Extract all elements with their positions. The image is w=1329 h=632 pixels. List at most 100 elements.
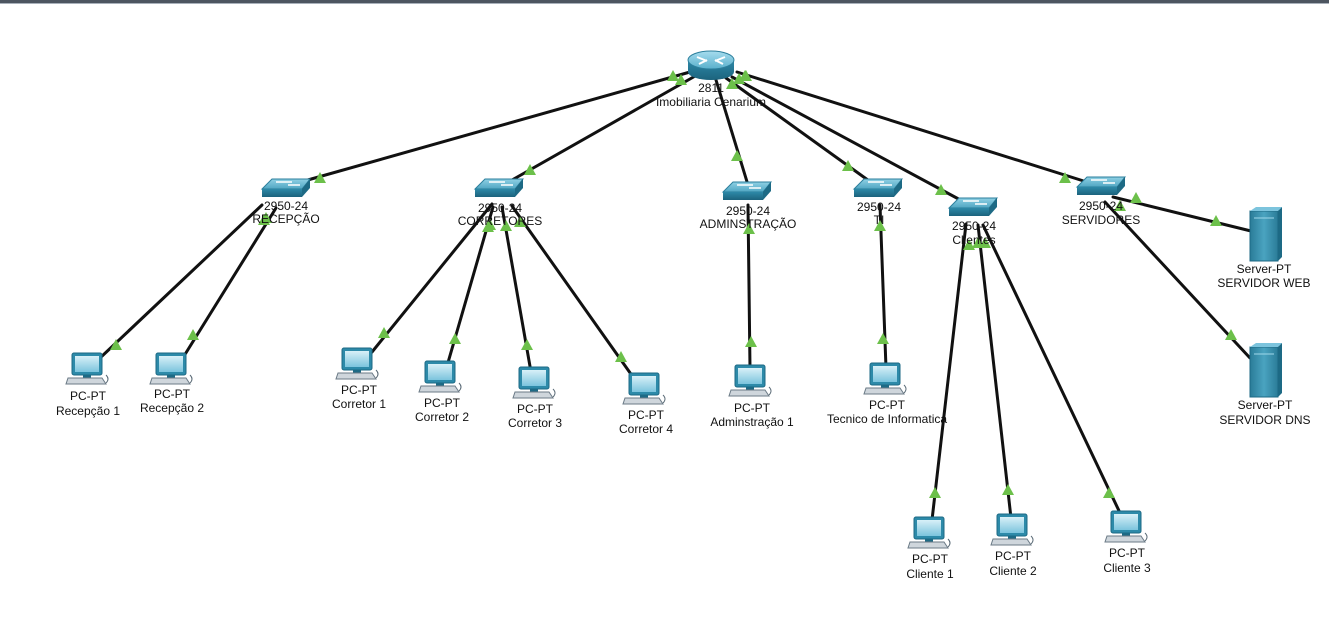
pc-icon: [728, 364, 772, 397]
port-status-up-icon: [1130, 192, 1142, 203]
pc-model-label: PC-PT: [424, 396, 461, 410]
port-status-up-icon: [1002, 484, 1014, 495]
port-indicators-layer: [110, 70, 1237, 498]
pc-name-label: Corretor 2: [415, 410, 469, 424]
port-status-up-icon: [874, 220, 886, 231]
port-status-up-icon: [521, 339, 533, 350]
port-status-up-icon: [935, 184, 947, 195]
link-sw-clientes-pc-cliente-3[interactable]: [981, 223, 1123, 517]
port-status-up-icon: [1114, 200, 1126, 211]
links-layer: [98, 70, 1257, 522]
link-sw-corretores-pc-corretor-4[interactable]: [510, 204, 635, 379]
router-icon: [687, 50, 735, 80]
link-sw-corretores-pc-corretor-1[interactable]: [370, 202, 494, 354]
pc-name-label: Recepção 1: [56, 404, 120, 418]
pc-model-label: PC-PT: [869, 398, 906, 412]
pc-model-label: PC-PT: [70, 389, 107, 403]
port-status-up-icon: [524, 164, 536, 175]
pc-icon: [990, 513, 1034, 546]
switch-name-label: TI: [874, 213, 885, 227]
link-sw-servidores-srv-dns[interactable]: [1103, 200, 1252, 360]
port-status-up-icon: [731, 150, 743, 161]
switch-name-label: SERVIDORES: [1062, 213, 1140, 227]
switch-icon: [1075, 176, 1127, 195]
switch-model-label: 2950-24: [726, 204, 770, 218]
pc-name-label: Corretor 3: [508, 416, 562, 430]
switch-model-label: 2950-24: [952, 219, 996, 233]
switch-name-label: CORRETORES: [458, 214, 542, 228]
link-router-sw-corretores[interactable]: [503, 73, 699, 186]
port-status-up-icon: [258, 214, 270, 225]
port-status-up-icon: [1103, 487, 1115, 498]
pc-name-label: Cliente 1: [906, 567, 954, 581]
link-sw-recepcao-pc-recepcao-1[interactable]: [98, 203, 264, 360]
link-router-sw-servidores[interactable]: [735, 70, 1092, 185]
switch-icon: [260, 178, 312, 197]
port-status-up-icon: [314, 172, 326, 183]
port-status-up-icon: [1225, 329, 1237, 340]
router-name-label: Imobiliaria Cenarium: [656, 95, 766, 109]
port-status-up-icon: [929, 487, 941, 498]
port-status-up-icon: [482, 221, 494, 232]
pc-icon: [418, 360, 462, 393]
switch-model-label: 2950-24: [1079, 199, 1123, 213]
pc-name-label: Cliente 2: [989, 564, 1037, 578]
link-router-sw-clientes[interactable]: [730, 75, 968, 205]
server-name-label: SERVIDOR DNS: [1219, 413, 1310, 427]
link-router-sw-admin[interactable]: [714, 78, 750, 187]
pc-name-label: Corretor 4: [619, 422, 673, 436]
pc-icon: [907, 516, 951, 549]
switch-model-label: 2950-24: [857, 200, 901, 214]
pc-icon: [622, 372, 666, 405]
port-status-up-icon: [514, 216, 526, 227]
window-top-border-highlight: [0, 3, 1329, 4]
link-sw-recepcao-pc-recepcao-2[interactable]: [182, 206, 278, 358]
pc-icon: [863, 362, 907, 395]
server-icon: [1249, 207, 1282, 262]
window-top-border: [0, 0, 1329, 3]
server-model-label: Server-PT: [1238, 398, 1293, 412]
pc-model-label: PC-PT: [1109, 546, 1146, 560]
port-status-up-icon: [675, 74, 687, 85]
port-status-up-icon: [842, 160, 854, 171]
port-status-up-icon: [740, 70, 752, 81]
link-sw-clientes-pc-cliente-1[interactable]: [930, 222, 968, 522]
link-router-sw-recepcao[interactable]: [288, 70, 692, 187]
link-sw-clientes-pc-cliente-2[interactable]: [976, 223, 1013, 520]
port-status-up-icon: [963, 239, 975, 250]
pc-icon: [1104, 510, 1148, 543]
pc-name-label: Tecnico de Informatica: [827, 412, 947, 426]
port-status-up-icon: [500, 220, 512, 231]
server-name-label: SERVIDOR WEB: [1217, 276, 1310, 290]
server-icon: [1249, 343, 1282, 398]
router-model-label: 2811: [698, 81, 724, 95]
pc-icon: [335, 347, 379, 380]
port-status-up-icon: [615, 351, 627, 362]
port-status-up-icon: [667, 70, 679, 81]
pc-name-label: Recepção 2: [140, 401, 204, 415]
port-status-up-icon: [378, 327, 390, 338]
pc-name-label: Corretor 1: [332, 397, 386, 411]
port-status-up-icon: [110, 339, 122, 350]
